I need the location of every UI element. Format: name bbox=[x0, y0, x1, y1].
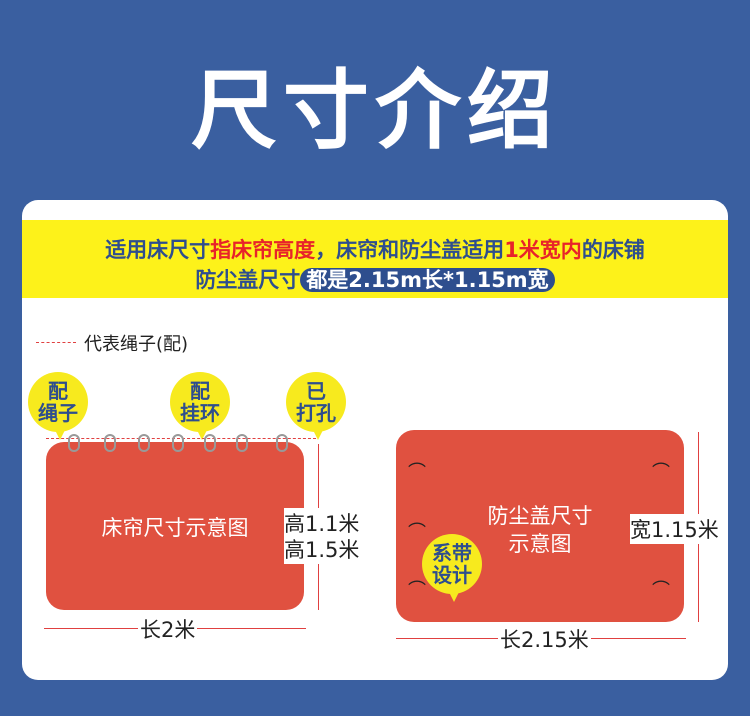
tie-icon: ⌒ bbox=[408, 522, 426, 543]
cover-length: 长2.15米 bbox=[498, 624, 591, 654]
bubble-rope: 配 绳子 bbox=[28, 372, 88, 440]
rope-legend: 代表绳子(配) bbox=[84, 334, 189, 355]
ring-icon bbox=[172, 434, 184, 452]
bubble-punched: 已 打孔 bbox=[286, 372, 346, 440]
ring-icon bbox=[204, 434, 216, 452]
tie-icon: ⌒ bbox=[652, 462, 670, 483]
cover-label-1: 防尘盖尺寸 bbox=[487, 504, 593, 528]
rope-legend-line bbox=[36, 342, 76, 343]
info-card: 适用床尺寸指床帘高度，床帘和防尘盖适用1米宽内的床铺 防尘盖尺寸都是2.15m长… bbox=[22, 200, 728, 680]
curtain-diagram: 床帘尺寸示意图 bbox=[46, 434, 304, 610]
cover-label-2: 示意图 bbox=[508, 532, 572, 556]
cover-width: 宽1.15米 bbox=[630, 514, 719, 544]
page-title: 尺寸介绍 bbox=[191, 61, 559, 161]
tie-icon: ⌒ bbox=[408, 462, 426, 483]
curtain-height-2: 高1.5米 bbox=[284, 534, 360, 564]
banner: 适用床尺寸指床帘高度，床帘和防尘盖适用1米宽内的床铺 防尘盖尺寸都是2.15m长… bbox=[22, 220, 728, 298]
ring-icon bbox=[68, 434, 80, 452]
banner-line-1: 适用床尺寸指床帘高度，床帘和防尘盖适用1米宽内的床铺 bbox=[105, 238, 645, 262]
bubble-ring: 配 挂环 bbox=[170, 372, 230, 440]
curtain-height-1: 高1.1米 bbox=[284, 508, 360, 538]
curtain-length: 长2米 bbox=[138, 614, 198, 644]
bubble-ties: 系带 设计 bbox=[422, 534, 482, 602]
tie-icon: ⌒ bbox=[652, 580, 670, 601]
ring-icon bbox=[104, 434, 116, 452]
ring-icon bbox=[276, 434, 288, 452]
ring-icon bbox=[236, 434, 248, 452]
ring-icon bbox=[138, 434, 150, 452]
banner-line-2: 防尘盖尺寸都是2.15m长*1.15m宽 bbox=[22, 264, 728, 294]
curtain-label: 床帘尺寸示意图 bbox=[101, 516, 249, 540]
tie-icon: ⌒ bbox=[408, 580, 426, 601]
